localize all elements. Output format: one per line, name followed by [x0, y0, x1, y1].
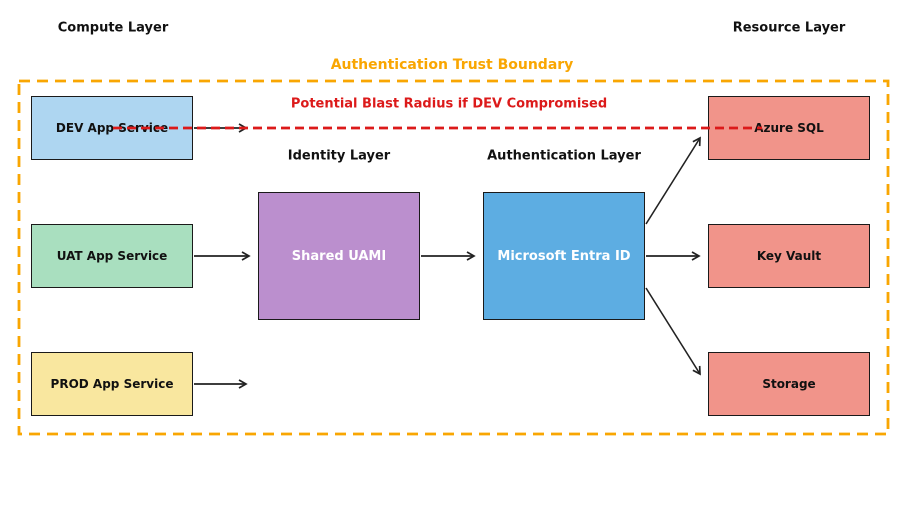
node-label: Azure SQL — [754, 121, 824, 135]
resource-layer-label: Resource Layer — [732, 20, 846, 36]
node-prod-app-service: PROD App Service — [31, 352, 193, 416]
authentication-layer-label: Authentication Layer — [487, 148, 641, 164]
node-uat-app-service: UAT App Service — [31, 224, 193, 288]
node-dev-app-service: DEV App Service — [31, 96, 193, 160]
trust-boundary-title: Authentication Trust Boundary — [330, 57, 574, 73]
node-label: PROD App Service — [50, 377, 174, 391]
node-label: Shared UAMI — [291, 248, 387, 264]
node-key-vault: Key Vault — [708, 224, 870, 288]
node-shared-uami: Shared UAMI — [258, 192, 420, 320]
node-label: Key Vault — [756, 249, 822, 263]
node-label: UAT App Service — [56, 249, 168, 263]
node-label: DEV App Service — [55, 121, 169, 135]
node-label: Microsoft Entra ID — [497, 248, 631, 264]
node-azure-sql: Azure SQL — [708, 96, 870, 160]
node-label: Storage — [762, 377, 816, 391]
node-microsoft-entra-id: Microsoft Entra ID — [483, 192, 645, 320]
edge-entra-to-storage — [645, 287, 701, 376]
compute-layer-label: Compute Layer — [57, 20, 169, 36]
blast-radius-warning: Potential Blast Radius if DEV Compromise… — [290, 96, 608, 112]
node-storage: Storage — [708, 352, 870, 416]
identity-layer-label: Identity Layer — [287, 148, 391, 164]
edge-entra-to-azure-sql — [645, 136, 701, 225]
